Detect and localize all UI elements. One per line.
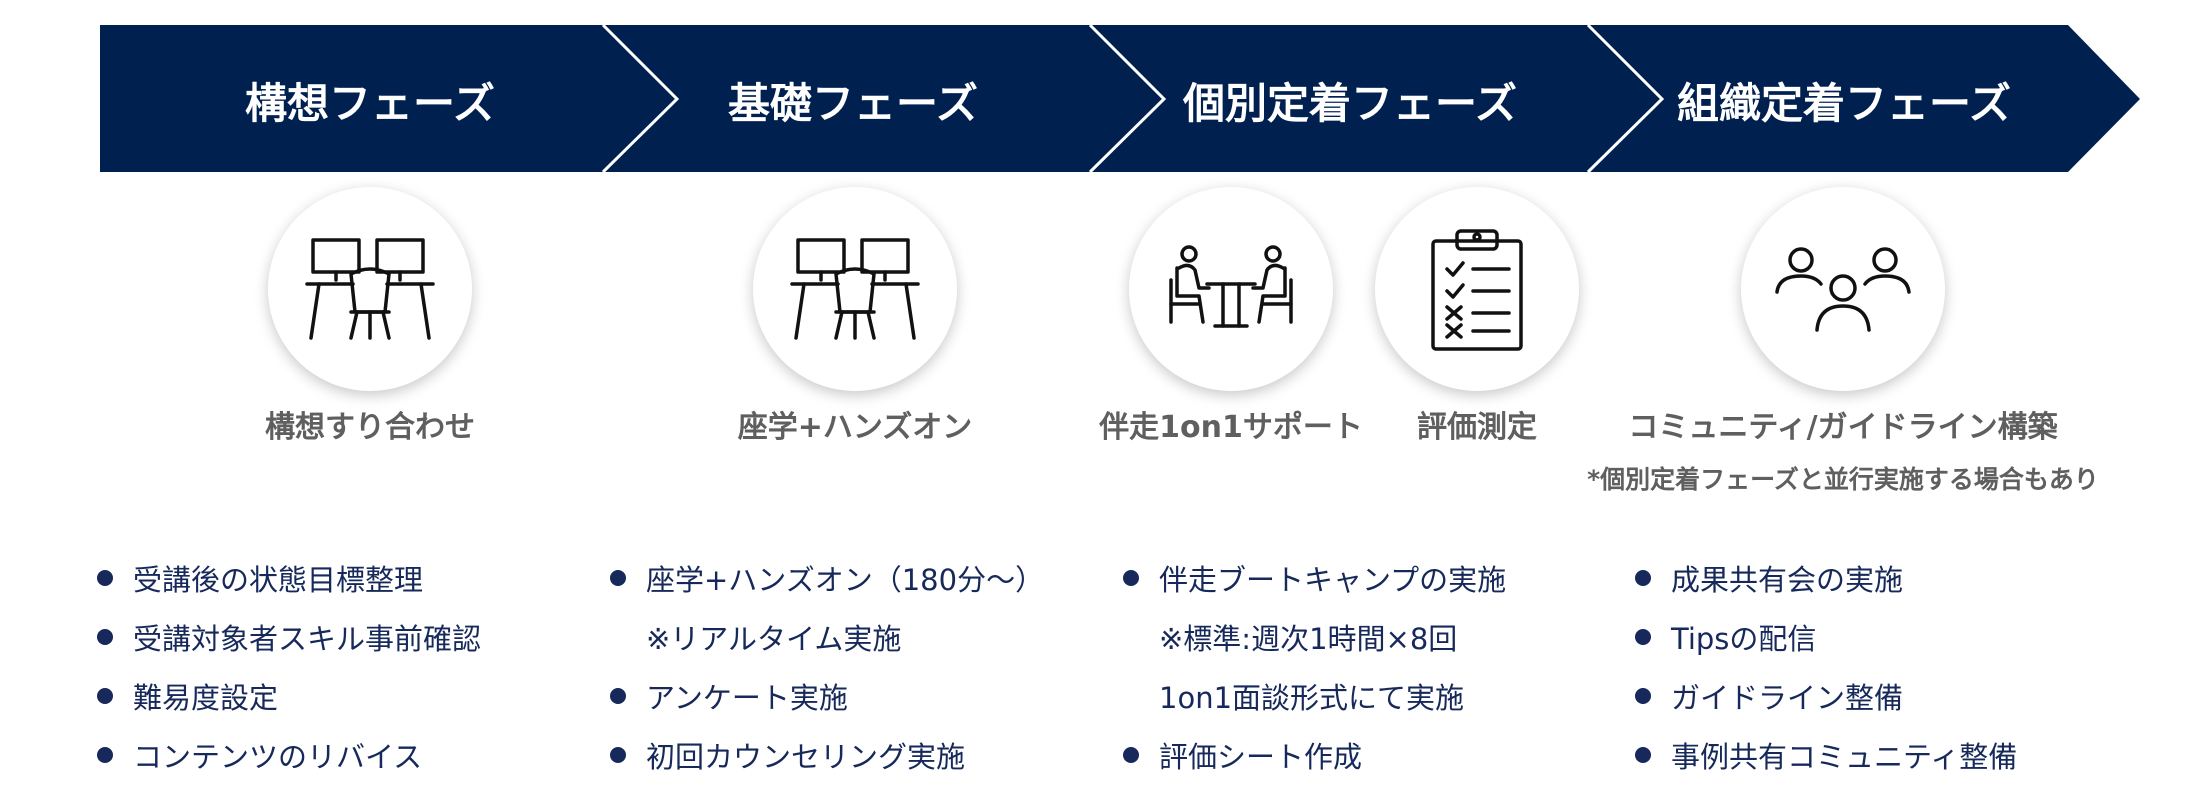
list-item: コンテンツのリバイス (97, 725, 481, 784)
bullet-dot (1635, 746, 1651, 763)
bullet-dot (1635, 628, 1651, 645)
list-item: 受講対象者スキル事前確認 (97, 607, 481, 666)
phase-chevron-divider-1 (601, 23, 680, 174)
list-item: 成果共有会の実施 (1635, 548, 2017, 607)
bullet-dot (1635, 569, 1651, 586)
icon-circle-community (1741, 187, 1945, 391)
icon-circle-concept (268, 187, 472, 391)
list-item: 評価シート作成 (1123, 725, 1506, 784)
bullet-list-organization: 成果共有会の実施 Tipsの配信 ガイドライン整備 事例共有コミュニティ整備 (1635, 548, 2017, 784)
bullet-dot (610, 746, 626, 763)
phase-chevron-divider-3 (1586, 23, 1665, 174)
clipboard-checklist-icon (1431, 229, 1523, 351)
list-item: 伴走ブートキャンプの実施 (1123, 548, 1506, 607)
bullet-dot (97, 746, 113, 763)
bullet-dot (1123, 746, 1139, 763)
desk-workstations-icon (305, 238, 435, 340)
bullet-dot (97, 628, 113, 645)
list-item: 難易度設定 (97, 666, 481, 725)
bullet-dot (610, 569, 626, 586)
phase-title-organization: 組織定着フェーズ (1677, 78, 2011, 128)
icon-circle-evaluation (1375, 187, 1579, 391)
icon-label-evaluation: 評価測定 (1417, 410, 1537, 445)
bullet-dot (1635, 687, 1651, 704)
bullet-dot (1123, 569, 1139, 586)
icon-label-lecture-handson: 座学+ハンズオン (737, 410, 973, 445)
bullet-dot (97, 569, 113, 586)
bullet-dot (610, 687, 626, 704)
parallel-note: *個別定着フェーズと並行実施する場合もあり (1587, 465, 2099, 494)
list-item: アンケート実施 (610, 666, 1044, 725)
phase-title-individual: 個別定着フェーズ (1183, 78, 1517, 128)
list-item: 事例共有コミュニティ整備 (1635, 725, 2017, 784)
desk-workstations-icon (790, 238, 920, 340)
bullet-list-concept: 受講後の状態目標整理 受講対象者スキル事前確認 難易度設定 コンテンツのリバイス (97, 548, 481, 784)
one-on-one-meeting-icon (1169, 245, 1293, 328)
list-item-continuation: ※リアルタイム実施 (646, 621, 902, 656)
phase-chevron-divider-2 (1088, 23, 1167, 174)
list-item: 座学+ハンズオン（180分～） (610, 548, 1044, 607)
bullet-dot (97, 687, 113, 704)
phase-banner (100, 23, 2140, 174)
icon-circle-basic (753, 187, 957, 391)
icon-circle-1on1 (1129, 187, 1333, 391)
list-item: 初回カウンセリング実施 (610, 725, 1044, 784)
list-item: Tipsの配信 (1635, 607, 2017, 666)
list-item: 受講後の状態目標整理 (97, 548, 481, 607)
icon-label-community-guideline: コミュニティ/ガイドライン構築 (1628, 410, 2058, 445)
bullet-list-basic: 座学+ハンズオン（180分～） ※リアルタイム実施 アンケート実施 初回カウンセ… (610, 548, 1044, 784)
community-group-icon (1775, 247, 1911, 332)
bullet-list-individual: 伴走ブートキャンプの実施 ※標準:週次1時間×8回 1on1面談形式にて実施 評… (1123, 548, 1506, 784)
icon-label-1on1-support: 伴走1on1サポート (1099, 410, 1363, 445)
banner-arrow-shape (100, 25, 2140, 172)
list-item: ガイドライン整備 (1635, 666, 2017, 725)
list-item-continuation: ※標準:週次1時間×8回 (1159, 621, 1458, 656)
icon-label-concept-alignment: 構想すり合わせ (265, 410, 475, 445)
phase-title-concept: 構想フェーズ (245, 78, 495, 128)
phase-title-basic: 基礎フェーズ (728, 78, 978, 128)
list-item-continuation: 1on1面談形式にて実施 (1159, 680, 1465, 715)
